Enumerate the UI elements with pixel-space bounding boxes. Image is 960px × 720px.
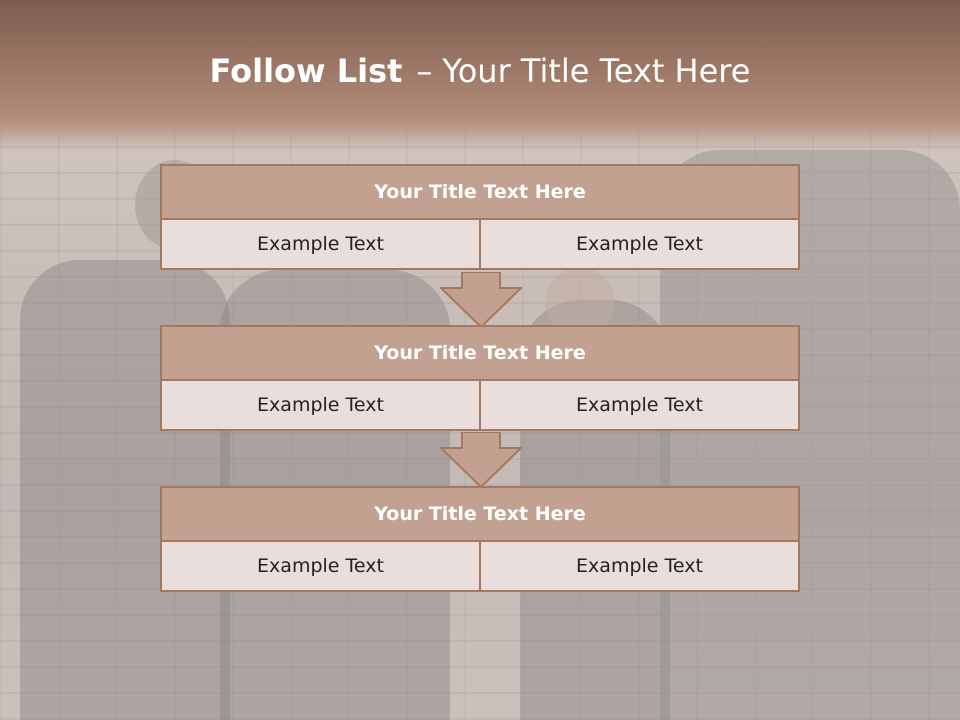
step-row: Example Text Example Text xyxy=(160,381,800,431)
step-row: Example Text Example Text xyxy=(160,220,800,270)
step-title: Your Title Text Here xyxy=(160,164,800,220)
title-separator: – xyxy=(416,52,433,90)
step-cell-right: Example Text xyxy=(481,381,800,431)
step-cell-left: Example Text xyxy=(160,220,481,270)
step-cell-left: Example Text xyxy=(160,381,481,431)
step-row: Example Text Example Text xyxy=(160,542,800,592)
step-box-2: Your Title Text Here Example Text Exampl… xyxy=(160,325,800,431)
step-title: Your Title Text Here xyxy=(160,325,800,381)
title-band xyxy=(0,0,960,150)
title-bold: Follow List xyxy=(209,52,403,90)
step-box-3: Your Title Text Here Example Text Exampl… xyxy=(160,486,800,592)
down-arrow-icon xyxy=(440,272,522,328)
step-cell-right: Example Text xyxy=(481,220,800,270)
step-box-1: Your Title Text Here Example Text Exampl… xyxy=(160,164,800,270)
step-cell-left: Example Text xyxy=(160,542,481,592)
step-title: Your Title Text Here xyxy=(160,486,800,542)
slide-title: Follow List–Your Title Text Here xyxy=(0,52,960,90)
down-arrow-icon xyxy=(440,432,522,488)
title-rest: Your Title Text Here xyxy=(442,52,751,90)
step-cell-right: Example Text xyxy=(481,542,800,592)
